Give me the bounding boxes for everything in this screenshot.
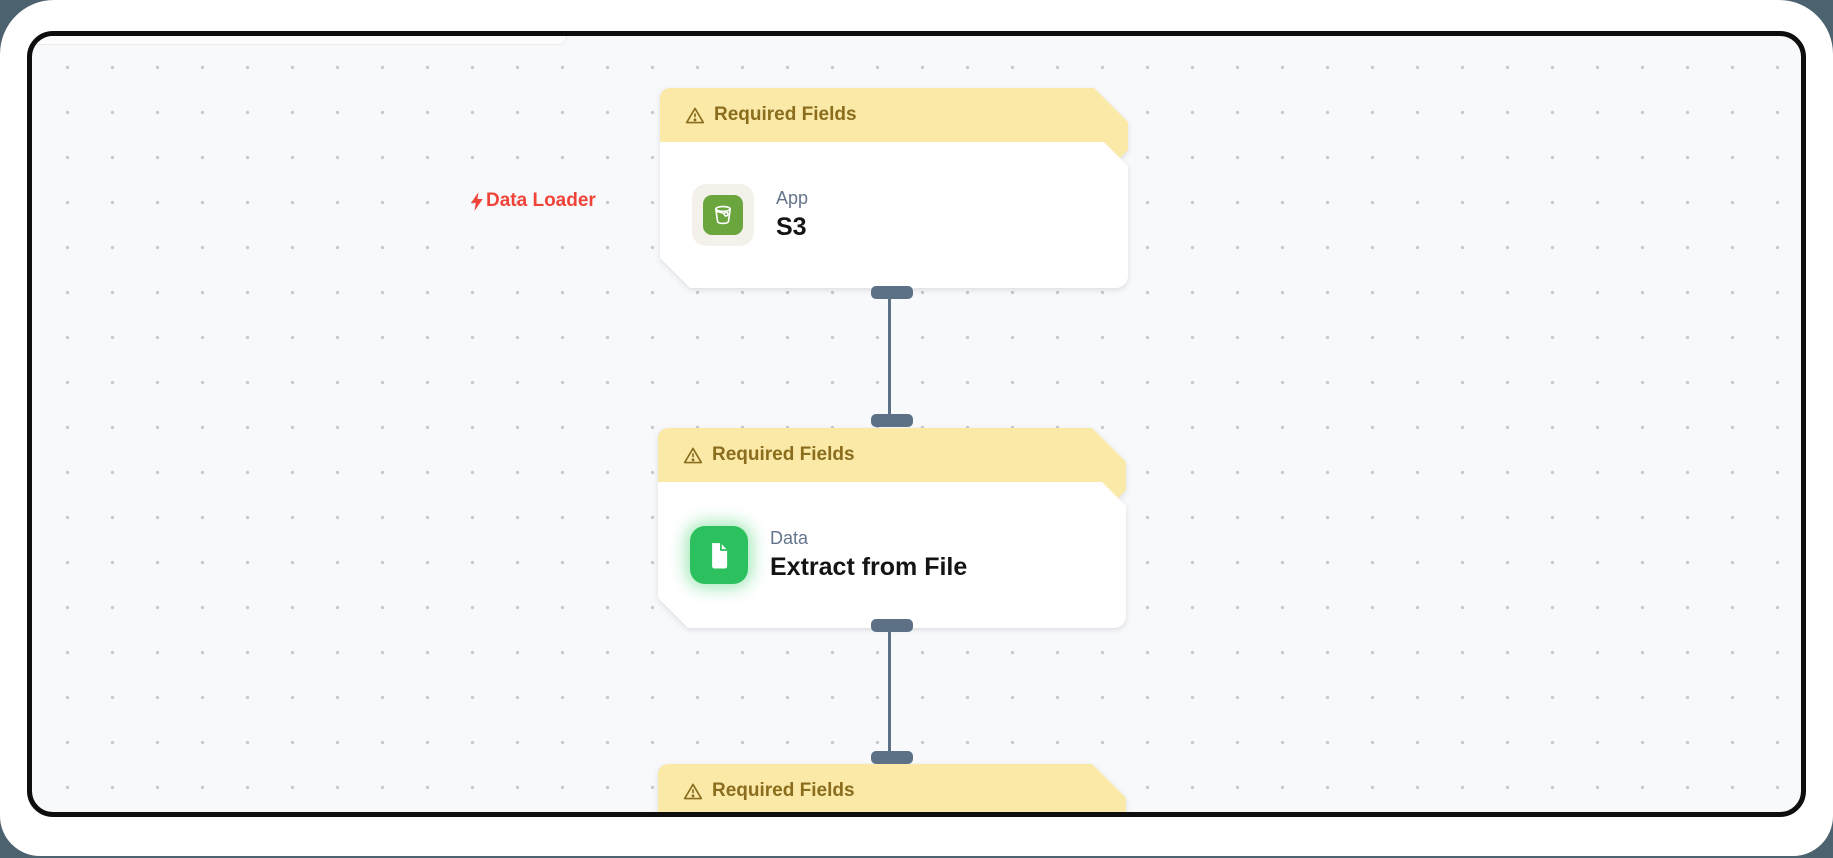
input-port-extract[interactable] [871, 414, 913, 427]
flow-group-label-text: Data Loader [486, 190, 596, 211]
warning-triangle-icon [685, 106, 705, 125]
input-port-third[interactable] [871, 751, 913, 764]
edge-line-extract-third [888, 629, 891, 755]
output-port-extract[interactable] [871, 619, 913, 632]
file-document-icon [690, 526, 748, 584]
node-title: Extract from File [770, 552, 968, 581]
node-category: Data [770, 527, 809, 548]
warning-triangle-icon [683, 782, 703, 801]
banner-label: Required Fields [712, 444, 855, 465]
node-third[interactable]: Required Fields [658, 764, 1126, 817]
warning-triangle-icon [683, 446, 703, 465]
node-title: S3 [776, 212, 807, 241]
banner-label: Required Fields [714, 104, 857, 125]
edge-line-s3-extract [888, 296, 891, 418]
output-port-s3[interactable] [871, 286, 913, 299]
lightning-bolt-icon [470, 191, 484, 211]
workflow-canvas[interactable]: Data Loader Required Fields [27, 31, 1806, 817]
toolbar-panel-edge [32, 36, 567, 45]
node-warning-banner: Required Fields [658, 764, 1126, 817]
node-s3[interactable]: Required Fields App S3 [660, 88, 1128, 288]
node-category: App [776, 187, 809, 208]
node-body[interactable]: App S3 [660, 142, 1128, 288]
s3-bucket-icon [692, 184, 754, 246]
node-body[interactable]: Data Extract from File [658, 482, 1126, 628]
banner-label: Required Fields [712, 780, 855, 801]
node-extract-from-file[interactable]: Required Fields Data Extract from File [658, 428, 1126, 628]
flow-group-label: Data Loader [470, 190, 596, 212]
